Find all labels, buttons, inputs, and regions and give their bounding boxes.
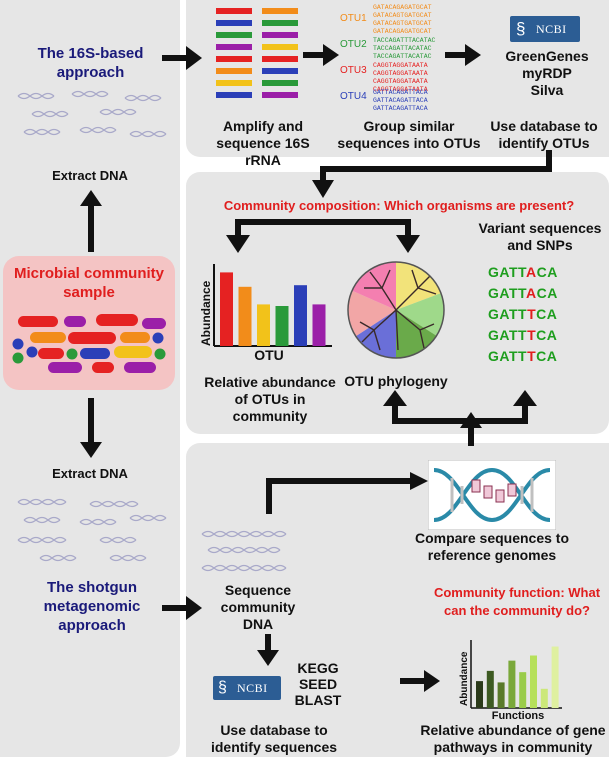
dna-strands-top: [17, 90, 167, 138]
snp-row: GATTTCA: [488, 346, 598, 367]
use-db-caption: Use database to identify sequences: [210, 722, 338, 755]
db-seed: SEED: [298, 676, 338, 692]
otu-bar: [312, 304, 326, 346]
function-bar: [476, 681, 483, 708]
arrow-right-icon: [303, 44, 339, 66]
function-abundance-chart: Abundance: [459, 640, 562, 709]
function-bar: [519, 672, 527, 708]
otu-abundance-chart: Abundance: [199, 264, 332, 347]
otu-x-label: OTU: [254, 347, 284, 363]
snp-variant: T: [527, 348, 537, 364]
otu-bar: [238, 286, 252, 346]
ncbi-logo-icon: §: [516, 19, 526, 38]
phylogeny-caption: OTU phylogeny: [344, 373, 448, 389]
snp-suffix: CA: [536, 306, 558, 322]
snp-row: GATTTCA: [488, 304, 598, 325]
snp-variant: T: [527, 327, 537, 343]
microbes-illustration: [12, 314, 166, 373]
snp-title: Variant sequences and SNPs: [478, 220, 602, 253]
extract-dna-bottom: Extract DNA: [52, 466, 128, 481]
func-y-label: Abundance: [459, 651, 470, 706]
snp-prefix: GATT: [488, 327, 528, 343]
snp-prefix: GATT: [488, 285, 527, 301]
function-bar: [530, 655, 537, 708]
db-myrdp: myRDP: [522, 65, 572, 81]
db-kegg: KEGG: [297, 660, 339, 676]
dna-strands-bottom: [17, 498, 167, 562]
approach-shotgun-label: The shotgun metagenomic approach: [43, 579, 141, 634]
otu-bar: [294, 285, 307, 346]
otu-bar: [257, 304, 270, 346]
function-title: Community function: What can the communi…: [433, 585, 601, 618]
sequence-caption: Sequence community DNA: [220, 582, 296, 632]
snp-row: GATTACA: [488, 283, 598, 304]
approach-16s-label: The 16S-based approach: [37, 45, 144, 81]
ncbi-logo: § NCBI: [510, 16, 580, 42]
dna-strands-sequence: [201, 530, 287, 572]
function-bar: [497, 682, 505, 708]
reference-genome-illustration: [428, 460, 556, 530]
snp-variant: T: [527, 306, 537, 322]
arrow-right-icon: [445, 44, 481, 66]
otu2-label: OTU2: [340, 39, 367, 50]
func-caption: Relative abundance of gene pathways in c…: [420, 722, 606, 755]
snp-variant: A: [526, 285, 537, 301]
arrow-right-icon: [162, 596, 202, 620]
otu1-label: OTU1: [340, 13, 367, 24]
snp-list: GATTACA GATTACA GATTTCA GATTTCA GATTTCA: [488, 262, 598, 367]
sample-label: Microbial community sample: [13, 265, 165, 301]
arrow-right-icon: [400, 670, 440, 692]
otu-y-label: Abundance: [199, 280, 213, 346]
compare-caption: Compare sequences to reference genomes: [414, 530, 570, 563]
db-silva: Silva: [530, 82, 564, 98]
snp-prefix: GATT: [488, 348, 528, 364]
arrow-up-icon: [80, 190, 102, 252]
otu-bar-caption: Relative abundance of OTUs in community: [204, 374, 336, 424]
split-arrows: [226, 219, 420, 253]
snp-row: GATTACA: [488, 262, 598, 283]
snp-variant: A: [526, 264, 537, 280]
function-bar: [540, 688, 548, 708]
function-bar: [486, 670, 494, 708]
merge-arrows: [383, 390, 537, 446]
snp-prefix: GATT: [488, 306, 528, 322]
phylogeny-tree: [347, 261, 445, 359]
snp-suffix: CA: [536, 327, 558, 343]
db-blast: BLAST: [294, 692, 342, 708]
connector-arrow: [312, 150, 552, 198]
snp-prefix: GATT: [488, 264, 527, 280]
step-amplify: Amplify and sequence 16S rRNA: [216, 118, 310, 168]
arrow-down-icon: [80, 398, 102, 458]
connector-arrow: [266, 472, 428, 514]
db-list-shotgun: KEGG SEED BLAST: [288, 660, 348, 708]
function-bar: [508, 660, 516, 708]
ncbi-logo-icon: §: [218, 679, 227, 696]
otu4-label: OTU4: [340, 91, 367, 102]
composition-title: Community composition: Which organisms a…: [223, 198, 575, 213]
step-group: Group similar sequences into OTUs: [337, 118, 481, 151]
amplified-sequences-illustration: [216, 8, 298, 98]
function-bar: [551, 646, 559, 708]
arrow-down-icon: [257, 634, 279, 666]
snp-suffix: CA: [536, 285, 558, 301]
otu-bar: [220, 272, 233, 346]
snp-suffix: CA: [536, 348, 558, 364]
arrow-right-icon: [162, 46, 202, 70]
ncbi-logo-text: NCBI: [237, 681, 268, 695]
func-x-label: Functions: [491, 710, 545, 722]
extract-dna-top: Extract DNA: [52, 168, 128, 183]
ncbi-logo-text: NCBI: [536, 22, 567, 36]
otu-bar: [275, 306, 289, 346]
step-database: Use database to identify OTUs: [490, 118, 598, 151]
otu3-label: OTU3: [340, 65, 367, 76]
snp-row: GATTTCA: [488, 325, 598, 346]
ncbi-logo: § NCBI: [213, 676, 281, 700]
snp-suffix: CA: [536, 264, 558, 280]
db-greengenes: GreenGenes: [505, 48, 589, 64]
